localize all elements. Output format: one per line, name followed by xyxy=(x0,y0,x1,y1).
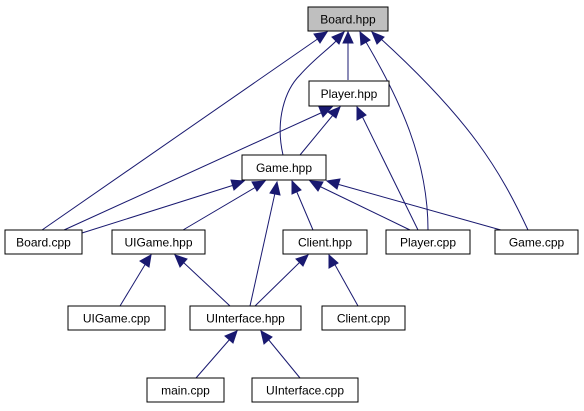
edge-uinterface-hpp-to-client-hpp xyxy=(254,254,309,307)
edge-client-cpp-to-client-hpp xyxy=(328,253,359,307)
edge-uinterface-hpp-to-uigame-hpp xyxy=(174,254,231,307)
edge-game-hpp-to-board-hpp xyxy=(279,31,345,156)
node-uigame-cpp[interactable]: UIGame.cpp xyxy=(67,305,166,331)
node-uigame-hpp[interactable]: UIGame.hpp xyxy=(111,229,206,255)
node-player-hpp[interactable]: Player.hpp xyxy=(308,80,390,107)
node-game-hpp[interactable]: Game.hpp xyxy=(241,154,327,181)
edge-uigame-hpp-to-game-hpp xyxy=(182,180,267,231)
edge-main-cpp-to-uinterface-hpp xyxy=(195,330,238,379)
node-client-hpp[interactable]: Client.hpp xyxy=(282,229,368,255)
edge-game-cpp-to-board-hpp xyxy=(371,31,529,231)
edge-uigame-cpp-to-uigame-hpp xyxy=(119,254,152,307)
edge-board-cpp-to-game-hpp xyxy=(81,179,246,234)
edge-game-hpp-to-player-hpp xyxy=(299,106,341,156)
edge-board-cpp-to-player-hpp xyxy=(63,106,334,231)
node-main-cpp[interactable]: main.cpp xyxy=(146,377,225,403)
node-layer: Board.hpp Player.hpp Game.hpp Board.cpp … xyxy=(4,6,579,403)
edge-layer xyxy=(41,30,529,379)
node-uinterface-cpp[interactable]: UInterface.cpp xyxy=(251,377,359,403)
node-label: UInterface.hpp xyxy=(206,312,285,326)
node-label: Board.cpp xyxy=(16,236,71,250)
node-label: UIGame.cpp xyxy=(83,312,151,326)
edge-uinterface-cpp-to-uinterface-hpp xyxy=(260,330,301,379)
node-uinterface-hpp[interactable]: UInterface.hpp xyxy=(189,305,302,331)
node-label: Client.hpp xyxy=(298,236,352,250)
edge-board-cpp-to-board-hpp xyxy=(41,31,329,231)
node-label: Game.cpp xyxy=(509,236,565,250)
node-label: UIGame.hpp xyxy=(124,236,192,250)
node-label: Board.hpp xyxy=(320,13,376,27)
node-board-hpp[interactable]: Board.hpp xyxy=(307,6,389,32)
node-client-cpp[interactable]: Client.cpp xyxy=(321,305,406,331)
node-player-cpp[interactable]: Player.cpp xyxy=(385,229,471,255)
node-board-cpp[interactable]: Board.cpp xyxy=(4,229,83,255)
node-label: Player.hpp xyxy=(321,87,378,101)
node-label: Client.cpp xyxy=(337,312,391,326)
node-label: UInterface.cpp xyxy=(266,384,344,398)
edge-game-cpp-to-game-hpp xyxy=(325,178,509,233)
node-label: main.cpp xyxy=(161,384,210,398)
node-game-cpp[interactable]: Game.cpp xyxy=(494,229,579,255)
node-label: Player.cpp xyxy=(400,236,456,250)
edge-player-cpp-to-board-hpp xyxy=(359,30,429,231)
edge-client-hpp-to-game-hpp xyxy=(291,179,314,231)
edge-player-cpp-to-game-hpp xyxy=(308,180,411,231)
edge-uinterface-hpp-to-game-hpp xyxy=(249,180,281,307)
node-label: Game.hpp xyxy=(256,161,312,175)
edge-player-cpp-to-player-hpp xyxy=(356,105,419,231)
edge-player-hpp-to-board-hpp xyxy=(342,30,354,80)
